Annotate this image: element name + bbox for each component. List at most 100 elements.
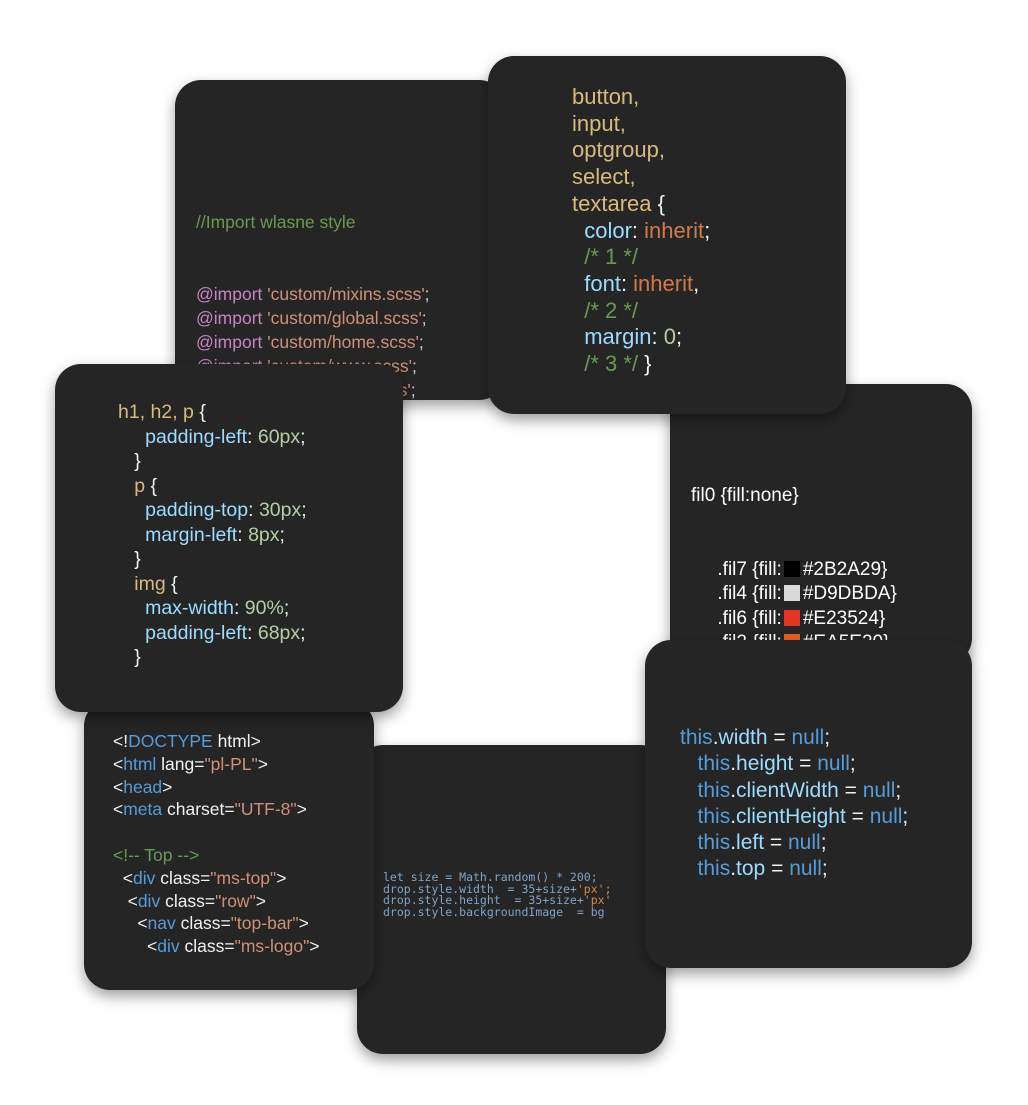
css-line: h1, h2, p { [118, 400, 307, 425]
close-brace: } [134, 450, 141, 472]
selector: p [134, 474, 146, 497]
colon: : [247, 621, 258, 644]
css-value: 90% [244, 597, 284, 619]
import-comment: //Import wlasne style [196, 212, 356, 232]
css-line: } [118, 547, 307, 572]
close-brace: } [644, 351, 652, 377]
color-swatch [783, 560, 800, 577]
attr-value: "ms-top" [210, 867, 277, 888]
css-comment: /* 1 */ [584, 244, 639, 270]
js-properties-card: this.width = null; this. height = null; t… [645, 640, 972, 968]
semicolon: ; [279, 523, 285, 546]
open-brace: { [165, 572, 178, 595]
css-line: margin-left: 8px; [118, 523, 307, 548]
css-line: p { [118, 474, 307, 499]
angle-bracket: < [127, 890, 138, 911]
import-path: 'custom/mixins.scss' [267, 284, 425, 304]
js-line: drop.style.width = 35+size+'px'; [383, 883, 612, 896]
semicolon: ; [902, 804, 909, 828]
attr-value: "UTF-8" [234, 799, 297, 820]
property-name: clientWidth [736, 778, 839, 802]
property-name: top [736, 857, 766, 881]
doctype-keyword: DOCTYPE [128, 731, 213, 751]
this-keyword: this [697, 778, 731, 802]
selector-line: textarea { [572, 191, 710, 218]
property-line: font: inherit, [572, 271, 710, 298]
equals: = [793, 752, 818, 776]
angle-bracket: < [137, 913, 148, 934]
css-property: margin [584, 324, 652, 350]
html-line: <head> [113, 776, 320, 799]
angle-bracket: > [296, 799, 307, 820]
js-line: drop.style.backgroundImage = bg [383, 906, 612, 919]
css-value: 8px [248, 523, 280, 546]
doctype-rest: html> [212, 731, 261, 751]
tag-name: html [123, 753, 157, 774]
semicolon: ; [849, 752, 856, 776]
import-keyword: @import [196, 332, 263, 352]
null-value: null [788, 831, 821, 855]
angle-bracket: < [147, 936, 158, 957]
selector-line: button, [572, 84, 710, 111]
angle-bracket: < [122, 867, 133, 888]
css-property: margin-left [145, 523, 238, 546]
equals: = [765, 857, 790, 881]
css-value: 30px [258, 499, 302, 521]
property-name: height [736, 752, 794, 776]
close-brace: } [134, 548, 141, 570]
html-line: <!-- Top --> [113, 844, 320, 867]
html-line: <div class="ms-top"> [113, 867, 320, 890]
null-value: null [817, 752, 850, 776]
colon: : [233, 597, 245, 619]
assignment-line: this.width = null; [680, 725, 908, 751]
angle-bracket: > [255, 890, 267, 911]
equals: = [767, 726, 792, 749]
property-name: width [718, 726, 768, 749]
heading-css-code: h1, h2, p { padding-left: 60px; } p { pa… [118, 400, 307, 670]
import-path: 'custom/global.scss' [267, 308, 422, 328]
angle-bracket: > [309, 936, 320, 957]
css-line: } [118, 645, 307, 670]
fill-rule-name: .fil6 {fill: [717, 607, 782, 629]
semicolon: ; [821, 857, 828, 881]
angle-bracket: > [257, 753, 268, 774]
colon: : [631, 217, 645, 243]
open-brace: { [657, 190, 665, 216]
selector: textarea [572, 190, 652, 216]
js-drop-card: let size = Math.random() * 200;drop.styl… [357, 745, 666, 1054]
attr-value: "top-bar" [230, 913, 299, 934]
attr-value: "ms-logo" [234, 936, 310, 957]
semicolon: ; [421, 308, 427, 328]
comment-line: /* 2 */ [572, 298, 710, 325]
assignment-line: this.top = null; [680, 856, 908, 882]
html-comment: <!-- Top --> [113, 844, 200, 865]
close-brace: } [134, 646, 141, 668]
semicolon: ; [283, 597, 290, 619]
tag-name: meta [123, 799, 163, 820]
css-value: inherit [633, 270, 694, 296]
css-line: padding-left: 68px; [118, 621, 307, 646]
this-keyword: this [697, 752, 731, 776]
angle-bracket: > [162, 776, 173, 797]
fill-rule-line: .fil4 {fill:#D9DBDA} [691, 582, 920, 607]
js-line: drop.style.height = 35+size+'px' [383, 895, 612, 907]
fill-rule-name: .fil7 {fill: [717, 558, 782, 580]
css-line: } [118, 449, 307, 474]
semicolon: ; [300, 425, 306, 448]
import-line: @import 'custom/home.scss'; [196, 330, 437, 354]
null-value: null [789, 857, 822, 881]
html-markup-code: <!DOCTYPE html><html lang="pl-PL"><head>… [113, 730, 320, 958]
terminator: ; [675, 324, 683, 350]
import-line: @import 'custom/global.scss'; [196, 306, 437, 330]
terminator: ; [704, 217, 711, 243]
angle-bracket: > [298, 913, 309, 934]
css-property: color [584, 217, 632, 243]
css-property: padding-top [145, 499, 249, 521]
html-markup-card: <!DOCTYPE html><html lang="pl-PL"><head>… [84, 700, 374, 990]
dot: . [730, 804, 737, 828]
css-comment: /* 3 */ [584, 351, 639, 377]
fill-rule-name: .fil4 {fill: [717, 583, 782, 604]
terminator: , [693, 270, 700, 296]
tag-name: div [132, 867, 156, 888]
attr-value: "row" [215, 890, 256, 911]
